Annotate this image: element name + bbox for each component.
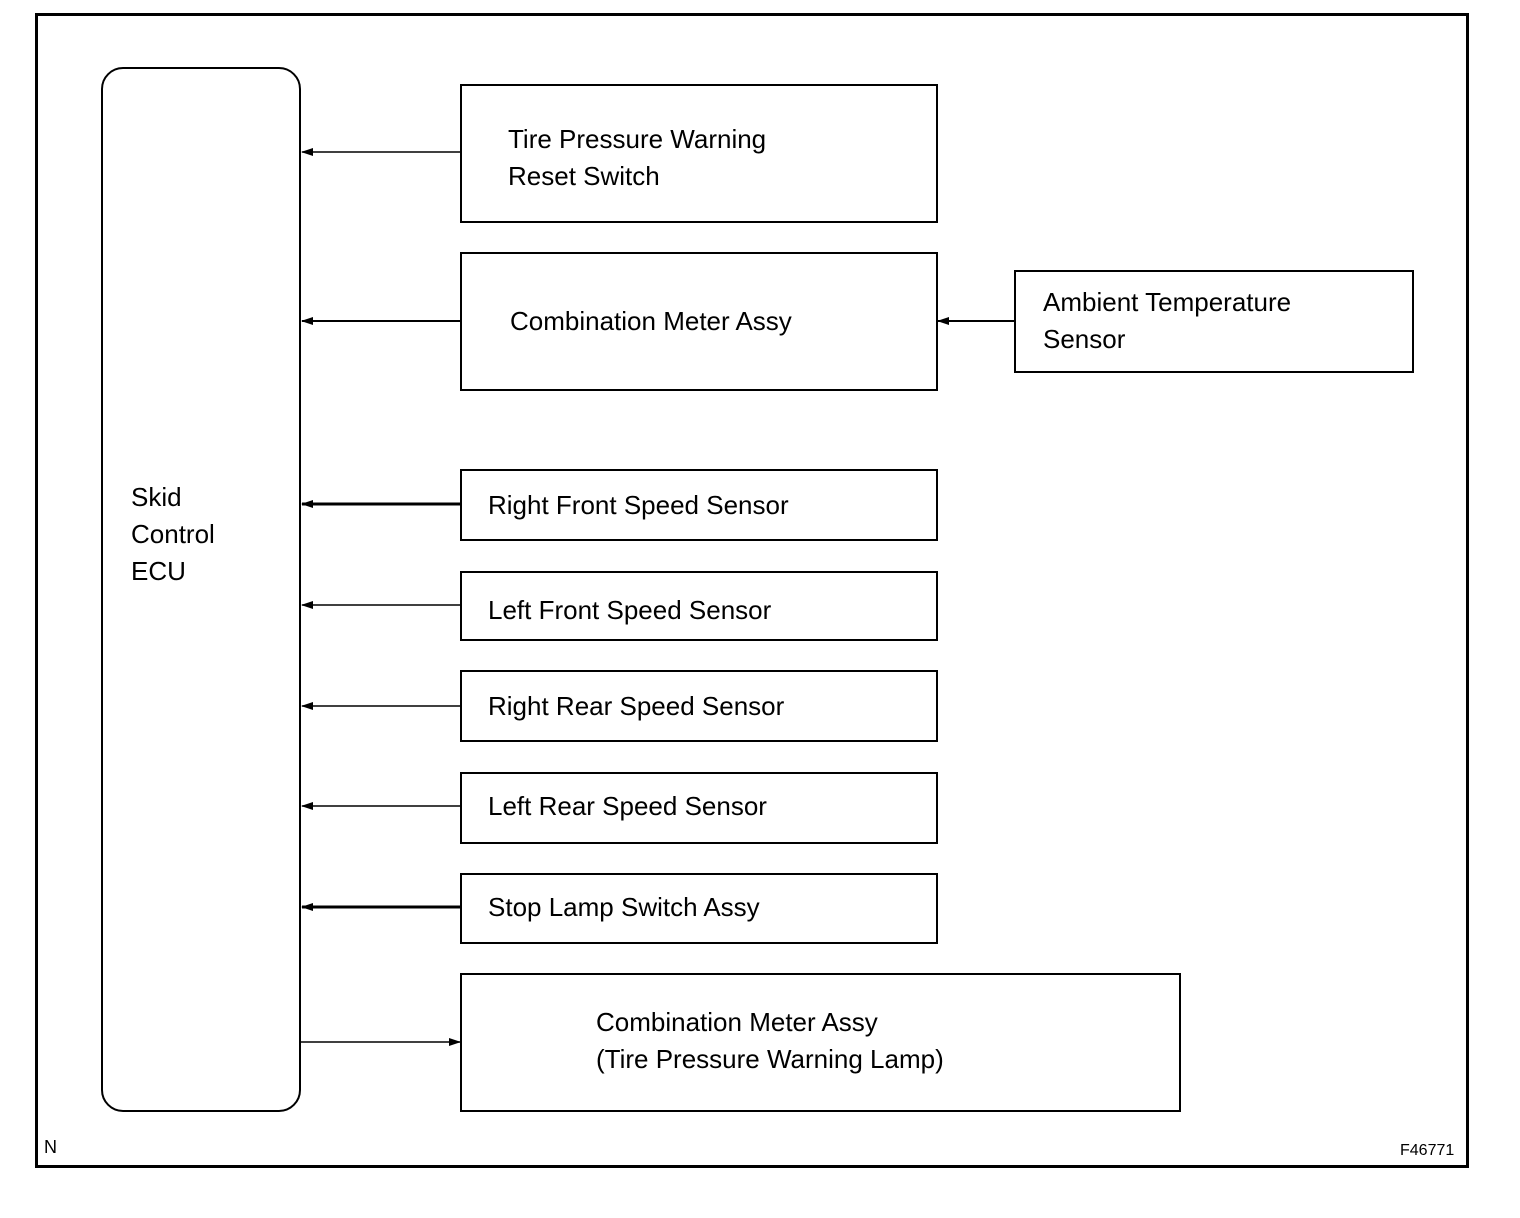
ecu-label: Skid Control ECU	[131, 482, 215, 586]
combination-meter-label: Combination Meter Assy	[510, 306, 792, 336]
warning-lamp-label: Combination Meter Assy (Tire Pressure Wa…	[596, 1007, 944, 1074]
diagram-frame	[35, 13, 1469, 1168]
warning-lamp-box: Combination Meter Assy (Tire Pressure Wa…	[460, 973, 1181, 1112]
skid-control-ecu-box: Skid Control ECU	[101, 67, 301, 1112]
stop-lamp-switch-label: Stop Lamp Switch Assy	[488, 892, 760, 922]
right-rear-speed-sensor-label: Right Rear Speed Sensor	[488, 691, 785, 721]
left-rear-speed-sensor-box: Left Rear Speed Sensor	[460, 772, 938, 844]
reset-switch-box: Tire Pressure Warning Reset Switch	[460, 84, 938, 223]
right-front-speed-sensor-label: Right Front Speed Sensor	[488, 490, 789, 520]
figure-id: F46771	[1400, 1142, 1455, 1159]
right-front-speed-sensor-box: Right Front Speed Sensor	[460, 469, 938, 541]
right-rear-speed-sensor-box: Right Rear Speed Sensor	[460, 670, 938, 742]
combination-meter-box: Combination Meter Assy	[460, 252, 938, 391]
left-front-speed-sensor-box: Left Front Speed Sensor	[460, 571, 938, 641]
stop-lamp-switch-box: Stop Lamp Switch Assy	[460, 873, 938, 944]
left-front-speed-sensor-label: Left Front Speed Sensor	[488, 595, 772, 625]
left-rear-speed-sensor-label: Left Rear Speed Sensor	[488, 791, 767, 821]
ambient-temperature-sensor-label: Ambient Temperature Sensor	[1043, 287, 1292, 354]
ambient-temperature-sensor-box: Ambient Temperature Sensor	[1014, 270, 1414, 373]
corner-mark: N	[44, 1137, 57, 1157]
reset-switch-label: Tire Pressure Warning Reset Switch	[508, 124, 767, 191]
